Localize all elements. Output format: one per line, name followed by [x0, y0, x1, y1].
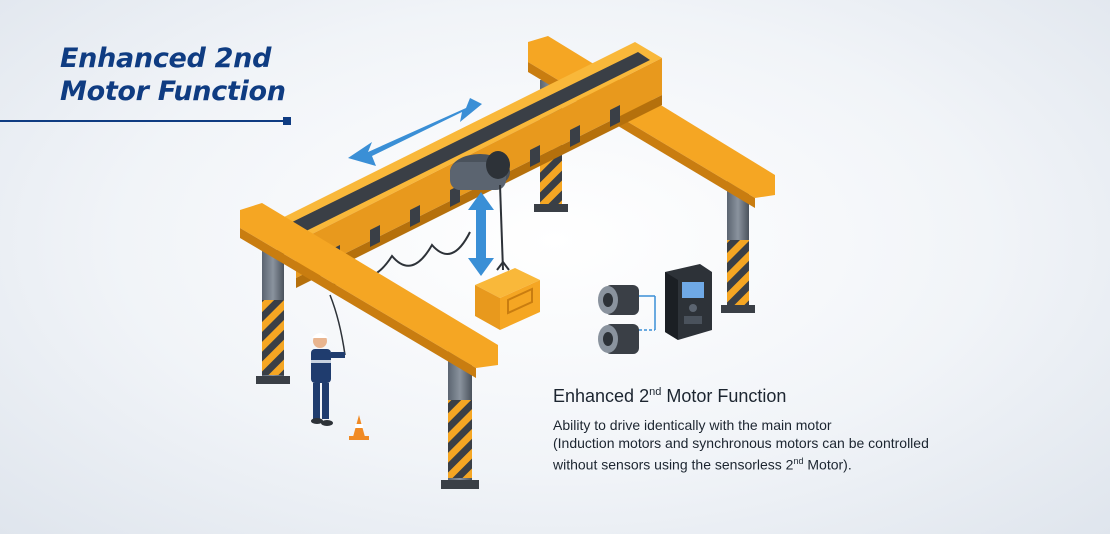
feature-line-2: (Induction motors and synchronous motors… — [553, 435, 929, 451]
load-box-icon — [475, 260, 540, 330]
title-underline — [0, 120, 284, 122]
hoist-icon — [450, 151, 510, 271]
title-underline-end-dot — [283, 117, 291, 125]
motor-icon-1 — [598, 285, 655, 315]
feature-line-1: Ability to drive identically with the ma… — [553, 417, 832, 433]
lift-arrow-icon — [468, 192, 494, 276]
page-title-line-1: Enhanced 2nd — [60, 43, 272, 74]
operator-icon — [311, 294, 346, 426]
traffic-cone-icon — [349, 415, 369, 440]
travel-arrow-icon — [348, 98, 482, 166]
motor-icon-2 — [598, 296, 656, 354]
feature-heading: Enhanced 2nd Motor Function — [553, 386, 787, 406]
feature-description: Ability to drive identically with the ma… — [553, 416, 1073, 474]
inverter-icon — [665, 264, 712, 340]
feature-line-3: without sensors using the sensorless 2nd… — [553, 456, 852, 473]
page-title: Enhanced 2nd Motor Function — [60, 42, 286, 108]
page-title-line-2: Motor Function — [60, 76, 286, 107]
front-crane-frame — [240, 203, 498, 489]
